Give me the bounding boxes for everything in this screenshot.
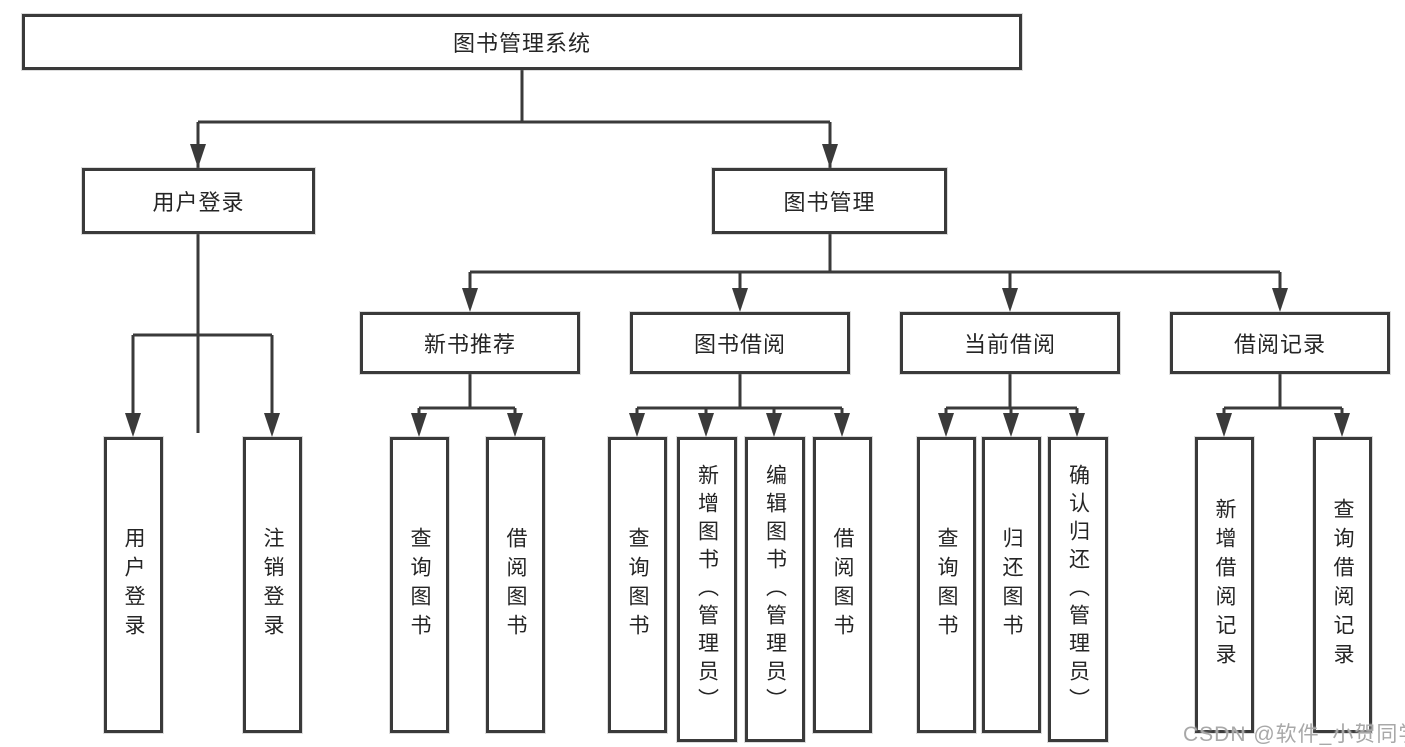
leaf-borrow-borrow: 借阅图书	[813, 437, 872, 733]
node-new-book-recommend-label: 新书推荐	[423, 332, 516, 357]
leaf-borrow-borrow-label: 借阅图书	[831, 527, 854, 643]
leaf-records-add: 新增借阅记录	[1195, 437, 1254, 733]
leaf-records-query-label: 查询借阅记录	[1331, 498, 1354, 672]
arrowhead	[125, 413, 141, 437]
leaf-newbooks-borrow-label: 借阅图书	[504, 527, 527, 643]
node-borrow-records-label: 借阅记录	[1233, 332, 1326, 357]
leaf-logout-label: 注销登录	[261, 527, 284, 643]
arrowhead	[1272, 288, 1288, 312]
arrowhead	[1002, 288, 1018, 312]
connector-newbooks-split	[417, 374, 517, 433]
leaf-current-return-label: 归还图书	[1000, 527, 1023, 643]
leaf-borrow-edit-admin-label: 编辑图书（管理员）	[763, 463, 787, 716]
node-current-borrow-label: 当前借阅	[963, 332, 1056, 357]
watermark: CSDN @软件_小贺同学	[1183, 723, 1405, 746]
arrowhead	[190, 144, 206, 168]
node-new-book-recommend: 新书推荐	[360, 312, 580, 374]
leaf-records-query: 查询借阅记录	[1313, 437, 1372, 733]
connectors	[131, 70, 1344, 433]
connector-userlogin-split	[131, 234, 274, 433]
connector-currentborrow-split	[944, 374, 1079, 433]
leaf-newbooks-query-label: 查询图书	[408, 527, 431, 643]
arrowhead	[698, 413, 714, 437]
leaf-borrow-add-admin: 新增图书（管理员）	[677, 437, 737, 742]
leaf-newbooks-query: 查询图书	[390, 437, 449, 733]
node-book-management: 图书管理	[712, 168, 947, 234]
arrowhead	[507, 413, 523, 437]
node-borrow-records: 借阅记录	[1170, 312, 1390, 374]
node-book-borrow: 图书借阅	[630, 312, 850, 374]
node-book-borrow-label: 图书借阅	[693, 332, 786, 357]
connector-bookmgmt-split	[468, 234, 1282, 308]
arrowhead	[1003, 413, 1019, 437]
arrowhead	[1334, 413, 1350, 437]
leaf-newbooks-borrow: 借阅图书	[486, 437, 545, 733]
connector-bookborrow-split	[635, 374, 844, 433]
leaf-current-confirm-admin-label: 确认归还（管理员）	[1066, 463, 1090, 716]
arrowhead	[732, 288, 748, 312]
leaf-current-return: 归还图书	[982, 437, 1041, 733]
leaf-borrow-edit-admin: 编辑图书（管理员）	[745, 437, 805, 742]
node-user-login: 用户登录	[82, 168, 315, 234]
connector-records-split	[1222, 374, 1344, 433]
node-root: 图书管理系统	[22, 14, 1022, 70]
leaf-borrow-query: 查询图书	[608, 437, 667, 733]
arrowhead	[1069, 413, 1085, 437]
leaf-borrow-query-label: 查询图书	[626, 527, 649, 643]
leaf-user-login: 用户登录	[104, 437, 163, 733]
arrowhead	[264, 413, 280, 437]
leaf-records-add-label: 新增借阅记录	[1213, 498, 1236, 672]
arrowhead	[822, 144, 838, 168]
arrowhead	[766, 413, 782, 437]
connector-root-to-level2	[196, 70, 832, 433]
node-user-login-label: 用户登录	[152, 190, 245, 215]
node-root-label: 图书管理系统	[452, 31, 591, 56]
arrowhead	[834, 413, 850, 437]
arrowhead	[629, 413, 645, 437]
leaf-current-confirm-admin: 确认归还（管理员）	[1048, 437, 1108, 742]
arrowhead	[938, 413, 954, 437]
arrowhead	[462, 288, 478, 312]
leaf-current-query: 查询图书	[917, 437, 976, 733]
arrowhead	[411, 413, 427, 437]
node-book-management-label: 图书管理	[783, 190, 876, 215]
leaf-current-query-label: 查询图书	[935, 527, 958, 643]
leaf-logout: 注销登录	[243, 437, 302, 733]
leaf-user-login-label: 用户登录	[122, 527, 145, 643]
arrowhead	[1216, 413, 1232, 437]
node-current-borrow: 当前借阅	[900, 312, 1120, 374]
leaf-borrow-add-admin-label: 新增图书（管理员）	[695, 463, 719, 716]
